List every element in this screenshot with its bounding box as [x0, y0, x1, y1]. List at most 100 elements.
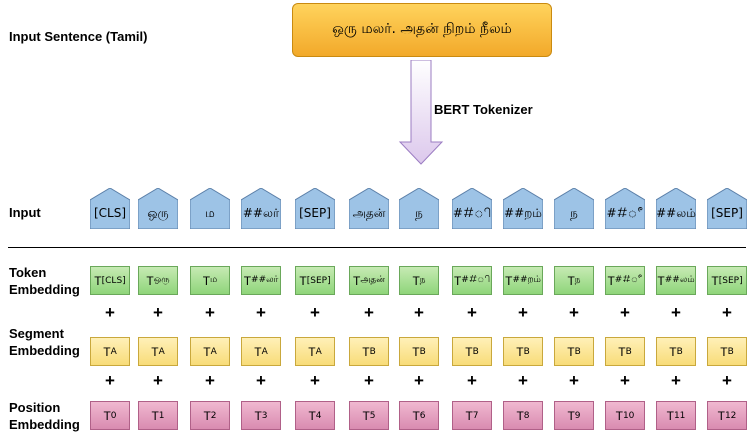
segment-embedding-subscript: B	[369, 346, 376, 357]
divider-line	[8, 247, 746, 248]
embedding-letter: T	[103, 344, 111, 359]
token-embedding-subscript: ந	[419, 275, 426, 285]
embedding-letter: T	[516, 408, 524, 423]
embedding-letter: T	[412, 408, 420, 423]
plus-sign: +	[518, 303, 528, 322]
token-embedding-subscript: ந	[574, 275, 581, 285]
embedding-letter: T	[203, 344, 211, 359]
segment-embedding-subscript: B	[676, 346, 683, 357]
segment-embedding-subscript: B	[727, 346, 734, 357]
plus-sign: +	[414, 303, 424, 322]
plus-sign: +	[364, 371, 374, 390]
embedding-letter: T	[146, 273, 154, 288]
input-token: ம	[190, 188, 230, 229]
tokenizer-label: BERT Tokenizer	[434, 102, 533, 117]
token-embedding: T##லர்	[241, 266, 281, 295]
embedding-letter: T	[151, 408, 159, 423]
token-embedding-subscript: ##றம்	[512, 275, 541, 285]
segment-embedding-subscript: B	[625, 346, 632, 357]
embedding-letter: T	[353, 273, 361, 288]
embedding-letter: T	[254, 408, 262, 423]
embedding-letter: T	[465, 344, 473, 359]
segment-embedding-subscript: B	[574, 346, 581, 357]
segment-embedding-subscript: B	[472, 346, 479, 357]
segment-embedding-subscript: A	[158, 346, 165, 357]
plus-sign: +	[569, 371, 579, 390]
plus-sign: +	[518, 371, 528, 390]
position-embedding-subscript: 3	[261, 410, 268, 421]
plus-sign: +	[722, 371, 732, 390]
input-token: [CLS]	[90, 188, 130, 229]
input-token-text: ந	[415, 206, 423, 220]
token-embedding: T[SEP]	[295, 266, 335, 295]
plus-sign: +	[153, 303, 163, 322]
plus-sign: +	[256, 371, 266, 390]
embedding-letter: T	[94, 273, 102, 288]
token-embedding: T[CLS]	[90, 266, 130, 295]
label-position-embedding: Position Embedding	[9, 400, 80, 432]
label-input-sentence: Input Sentence (Tamil)	[9, 29, 148, 44]
token-embedding: T##ீ	[605, 266, 645, 295]
plus-sign: +	[205, 371, 215, 390]
token-embedding-subscript: ##லர்	[251, 275, 279, 285]
position-embedding-subscript: 7	[472, 410, 479, 421]
input-token-text: ##லம்	[656, 206, 696, 220]
embedding-letter: T	[308, 408, 316, 423]
token-embedding-subscript: [CLS]	[101, 275, 126, 286]
plus-sign: +	[256, 303, 266, 322]
embedding-letter: T	[711, 273, 719, 288]
embedding-letter: T	[203, 408, 211, 423]
embedding-letter: T	[362, 344, 370, 359]
plus-sign: +	[364, 303, 374, 322]
segment-embedding-subscript: A	[315, 346, 322, 357]
input-token: ##றம்	[503, 188, 543, 229]
input-token: அதன்	[349, 188, 389, 229]
plus-sign: +	[671, 303, 681, 322]
input-token-text: ##லர்	[242, 206, 280, 220]
embedding-letter: T	[412, 344, 420, 359]
segment-embedding-subscript: A	[110, 346, 117, 357]
token-embedding-subscript: ##ி	[461, 275, 491, 285]
input-token-text: ந	[570, 206, 578, 220]
embedding-letter: T	[299, 273, 307, 288]
input-token-text: [CLS]	[93, 206, 127, 220]
plus-sign: +	[722, 303, 732, 322]
token-embedding-subscript: [SEP]	[718, 275, 743, 286]
token-embedding: T##ி	[452, 266, 492, 295]
position-embedding-subscript: 2	[210, 410, 217, 421]
plus-sign: +	[467, 371, 477, 390]
embedding-letter: T	[308, 344, 316, 359]
position-embedding-subscript: 4	[315, 410, 322, 421]
position-embedding-subscript: 1	[158, 410, 165, 421]
embedding-letter: T	[362, 408, 370, 423]
input-token-text: ஒரு	[147, 206, 169, 220]
token-embedding: T##றம்	[503, 266, 543, 295]
embedding-letter: T	[657, 273, 665, 288]
plus-sign: +	[310, 371, 320, 390]
embedding-letter: T	[618, 344, 626, 359]
embedding-letter: T	[151, 344, 159, 359]
plus-sign: +	[414, 371, 424, 390]
segment-embedding-subscript: B	[419, 346, 426, 357]
plus-sign: +	[620, 303, 630, 322]
embedding-letter: T	[567, 273, 575, 288]
token-embedding-subscript: ஒரு	[153, 275, 170, 285]
